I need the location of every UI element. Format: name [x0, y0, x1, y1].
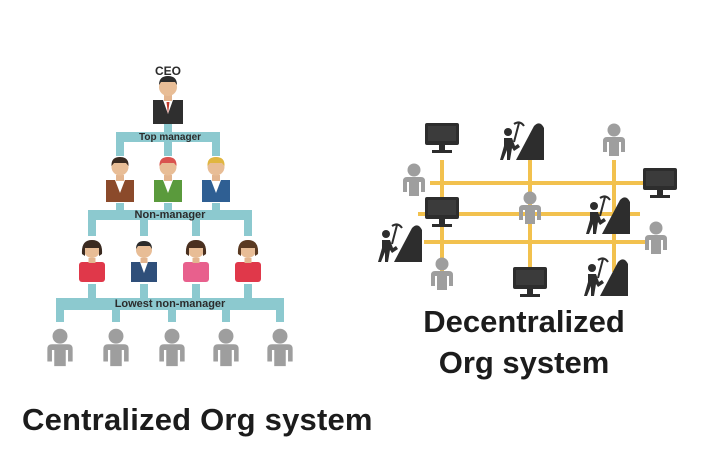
employee-icon — [183, 240, 209, 282]
employee-figure — [235, 240, 261, 282]
miner-icon — [583, 257, 629, 297]
computer-icon — [643, 168, 677, 198]
computer-icon — [513, 267, 547, 297]
ceo-label: CEO — [154, 64, 182, 78]
executive-icon — [153, 76, 183, 124]
manager-icon — [154, 157, 182, 202]
manager-figure — [106, 157, 134, 202]
person-icon — [403, 163, 425, 196]
person-icon — [603, 123, 625, 156]
employee-icon — [131, 241, 157, 282]
hierarchy-connectors — [56, 123, 284, 322]
computer-icon — [425, 197, 459, 227]
person-icon — [103, 328, 129, 367]
person-icon — [431, 257, 453, 290]
manager-figure — [202, 157, 230, 202]
manager-icon — [106, 157, 134, 202]
miner-icon — [377, 223, 423, 263]
decentralized-title-line2: Org system — [438, 345, 610, 380]
non-manager-label: Non-manager — [134, 209, 206, 221]
ceo-figure — [153, 76, 183, 124]
lowest-non-manager-label: Lowest non-manager — [114, 298, 226, 310]
miner-icon — [499, 121, 545, 161]
top-manager-label: Top manager — [138, 132, 202, 143]
person-icon — [519, 191, 541, 224]
employee-figure — [131, 241, 157, 282]
computer-icon — [425, 123, 459, 153]
person-icon — [645, 221, 667, 254]
decentralized-title-line1: Decentralized — [423, 304, 625, 339]
person-icon — [47, 328, 73, 367]
centralized-title: Centralized Org system — [22, 402, 373, 437]
employee-icon — [79, 240, 105, 282]
person-icon — [159, 328, 185, 367]
person-icon — [213, 328, 239, 367]
employee-figure — [79, 240, 105, 282]
employee-figure — [183, 240, 209, 282]
manager-figure — [154, 157, 182, 202]
person-icon — [267, 328, 293, 367]
employee-icon — [235, 240, 261, 282]
manager-icon — [202, 157, 230, 202]
